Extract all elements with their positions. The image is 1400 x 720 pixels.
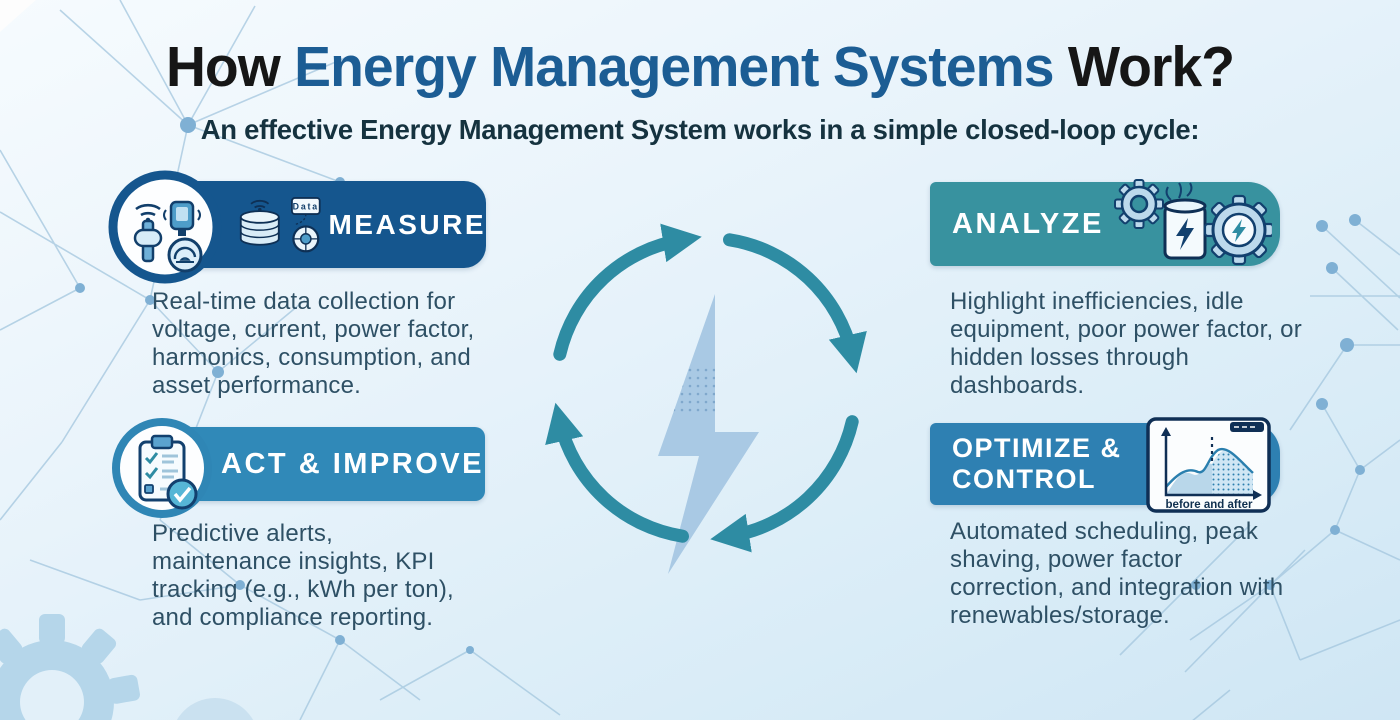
sensor-meter-gauge-icon: [108, 170, 222, 284]
title-prefix: How: [165, 35, 295, 99]
cycle-arrows: [545, 223, 867, 553]
gear-decor: [0, 614, 140, 720]
measure-label: MEASURE: [328, 208, 486, 240]
title-highlight: Energy Management Systems: [294, 35, 1054, 99]
page-title: How Energy Management Systems Work?: [21, 34, 1379, 100]
optimize-control-description: Automated scheduling, peak shaving, powe…: [950, 518, 1284, 629]
before-after-chart-icon: before and after: [1146, 417, 1271, 513]
clipboard-checklist-icon: [112, 418, 212, 518]
page-subtitle: An effective Energy Management System wo…: [200, 114, 1200, 145]
analyze-banner: ANALYZE: [930, 179, 1280, 266]
analyze-description: Highlight inefficiencies, idle equipment…: [950, 288, 1302, 399]
analyze-label: ANALYZE: [952, 207, 1104, 240]
act-improve-banner: ACT & IMPROVE: [184, 427, 485, 501]
gears-battery-icon: [1114, 179, 1272, 266]
measure-banner: Data MEASURE: [188, 181, 486, 268]
corner-triangle-decor: [0, 0, 36, 32]
before-after-caption: before and after: [1166, 499, 1253, 511]
data-tag-label: Data: [293, 201, 319, 211]
title-suffix: Work?: [1053, 35, 1235, 99]
database-data-gauge-icon: Data: [239, 196, 321, 252]
small-gear-decor: [176, 698, 254, 720]
closed-loop-cycle: [545, 223, 867, 574]
optimize-control-label: OPTIMIZE & CONTROL: [952, 432, 1122, 494]
act-improve-description: Predictive alerts, maintenance insights,…: [152, 520, 454, 631]
act-improve-label: ACT & IMPROVE: [221, 447, 484, 480]
lightning-bolt-icon: [658, 294, 759, 574]
measure-description: Real-time data collection for voltage, c…: [152, 288, 475, 399]
